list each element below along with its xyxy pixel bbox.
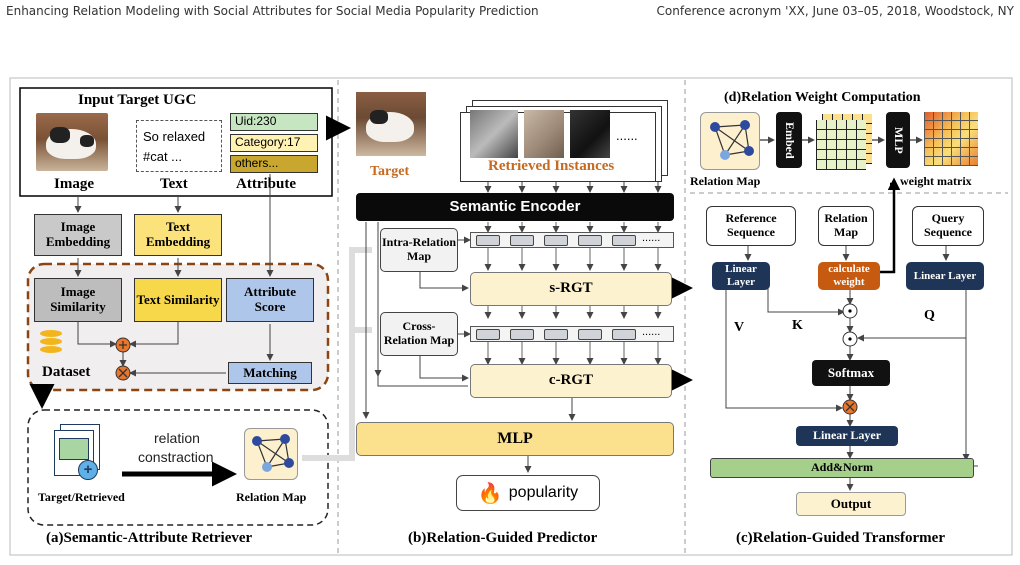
mlp-block: MLP <box>356 422 674 456</box>
text-sample-line-2: #cat ... <box>143 149 183 164</box>
caption-a: (a)Semantic-Attribute Retriever <box>46 530 253 546</box>
label-k: K <box>792 318 803 333</box>
caption-c: (c)Relation-Guided Transformer <box>736 530 945 546</box>
label-text: Text <box>160 176 188 192</box>
intra-relation-map-box: Intra-Relation Map <box>380 228 458 272</box>
c-rgt-block: c-RGT <box>470 364 672 398</box>
add-norm-block: Add&Norm <box>710 458 974 478</box>
retrieved-photo-2 <box>524 110 564 158</box>
label-image: Image <box>54 176 94 192</box>
relation-map-label-a: Relation Map <box>236 490 307 504</box>
image-similarity-box: Image Similarity <box>34 278 122 322</box>
caption-b: (b)Relation-Guided Predictor <box>408 530 598 546</box>
token-dots-1: ...... <box>642 232 661 244</box>
weight-matrix-label: weight matrix <box>900 174 972 188</box>
retrieved-dots: ...... <box>616 128 638 143</box>
token <box>476 329 500 340</box>
cat-photo <box>36 113 108 171</box>
target-retrieved-label: Target/Retrieved <box>38 490 125 504</box>
running-header-left: Enhancing Relation Modeling with Social … <box>6 4 539 18</box>
target-photo <box>356 92 426 156</box>
label-attribute: Attribute <box>236 176 296 192</box>
relation-label: relation <box>154 430 200 446</box>
embed-block: Embed <box>776 112 802 168</box>
attr-category: Category:17 <box>230 134 318 152</box>
s-rgt-block: s-RGT <box>470 272 672 306</box>
token <box>612 329 636 340</box>
token <box>578 329 602 340</box>
image-embedding-box: Image Embedding <box>34 214 122 256</box>
embedding-grid <box>816 114 872 170</box>
linear-layer-q: Linear Layer <box>906 262 984 290</box>
token <box>544 235 568 246</box>
text-embedding-box: Text Embedding <box>134 214 222 256</box>
retrieved-photo-1 <box>470 110 518 158</box>
popularity-box: 🔥 popularity <box>456 475 600 511</box>
output-block: Output <box>796 492 906 516</box>
image-stack-icon: + <box>50 424 102 482</box>
softmax-block: Softmax <box>812 360 890 386</box>
database-icon <box>40 330 62 354</box>
token <box>476 235 500 246</box>
relation-map-icon-d <box>700 112 760 170</box>
token-dots-2: ...... <box>642 326 661 338</box>
retrieved-instances-label: Retrieved Instances <box>488 158 615 174</box>
relation-map-box-c: Relation Map <box>818 206 874 246</box>
token <box>544 329 568 340</box>
reference-sequence-box: Reference Sequence <box>706 206 796 246</box>
token <box>612 235 636 246</box>
token <box>578 235 602 246</box>
linear-layer-out: Linear Layer <box>796 426 898 446</box>
token <box>510 235 534 246</box>
relation-map-label-d: Relation Map <box>690 174 761 188</box>
text-sample-box: So relaxed #cat ... <box>136 120 222 172</box>
popularity-label: popularity <box>508 484 579 501</box>
flame-icon: 🔥 <box>477 482 503 505</box>
calculate-weight-box: calculate weight <box>818 262 880 290</box>
running-header-right: Conference acronym 'XX, June 03–05, 2018… <box>656 4 1014 18</box>
relation-map-icon <box>244 428 298 480</box>
token <box>510 329 534 340</box>
label-q: Q <box>924 308 935 323</box>
attr-uid: Uid:230 <box>230 113 318 131</box>
retrieved-photo-3 <box>570 110 610 158</box>
attribute-score-box: Attribute Score <box>226 278 314 322</box>
caption-d: (d)Relation Weight Computation <box>724 90 921 105</box>
query-sequence-box: Query Sequence <box>912 206 984 246</box>
semantic-encoder: Semantic Encoder <box>356 193 674 221</box>
text-similarity-box: Text Similarity <box>134 278 222 322</box>
matching-box: Matching <box>228 362 312 384</box>
text-sample-line-1: So relaxed <box>143 129 206 144</box>
attr-others: others... <box>230 155 318 173</box>
weight-matrix-grid <box>924 112 978 166</box>
linear-layer-k: Linear Layer <box>712 262 770 290</box>
construction-label: constraction <box>138 449 214 465</box>
mlp-small-block: MLP <box>886 112 910 168</box>
target-label: Target <box>370 164 410 179</box>
cross-relation-map-box: Cross-Relation Map <box>380 312 458 356</box>
label-v: V <box>734 320 745 335</box>
input-ugc-title: Input Target UGC <box>78 92 197 108</box>
dataset-label: Dataset <box>42 364 91 380</box>
